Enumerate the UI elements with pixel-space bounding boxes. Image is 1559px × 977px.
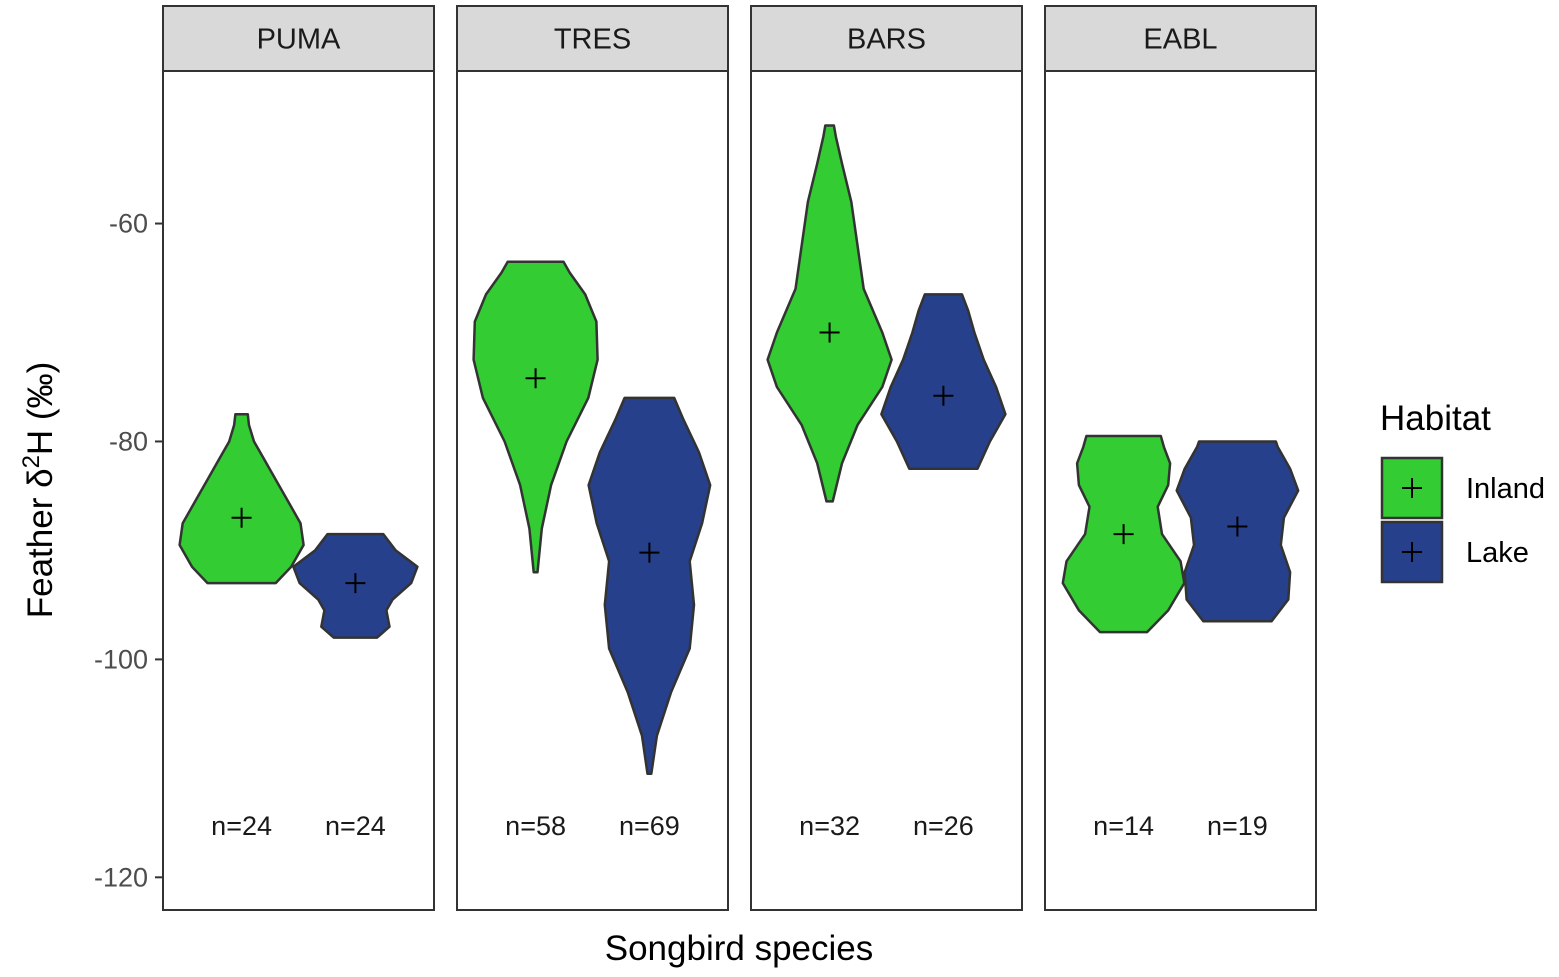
facet-strip-label: PUMA: [257, 24, 341, 56]
legend-entry-inland: Inland: [1380, 456, 1545, 520]
mean-marker: [1113, 524, 1134, 545]
legend-label: Lake: [1466, 537, 1529, 569]
y-tick-label: -60: [109, 209, 148, 239]
violin-inland: [766, 124, 893, 503]
mean-marker: [231, 507, 252, 528]
facet-strip: [162, 5, 435, 72]
y-axis: -60 -80 -100 -120: [94, 209, 163, 892]
facet-strip-label: EABL: [1143, 24, 1217, 56]
y-tick-label: -120: [94, 862, 148, 892]
sample-size-label: n=14: [1093, 811, 1154, 841]
legend-mean-marker: [1402, 542, 1422, 562]
sample-size-label: n=19: [1207, 811, 1268, 841]
y-axis-title-superscript: 2: [18, 455, 45, 468]
mean-marker: [933, 385, 954, 406]
mean-marker: [525, 368, 546, 389]
facet-panel-frame: [750, 70, 1023, 911]
mean-marker: [345, 573, 366, 594]
facet-strip-label: BARS: [847, 24, 926, 56]
sample-size-label: n=24: [211, 811, 272, 841]
sample-size-label: n=32: [799, 811, 860, 841]
mean-marker: [1227, 516, 1248, 537]
legend-title: Habitat: [1380, 399, 1491, 438]
legend-mean-marker: [1402, 478, 1422, 498]
facet-panels: PUMA n=24 n=24 TRES n=58 n=69 BARS n=32 n=26 EABL…: [162, 5, 1317, 911]
violin-lake: [587, 396, 712, 776]
violin-lake: [880, 293, 1007, 470]
sample-size-label: n=69: [619, 811, 680, 841]
facet-panel-eabl: EABL n=14 n=19: [1044, 5, 1317, 911]
violin-inland: [472, 260, 599, 574]
legend-entry-lake: Lake: [1380, 520, 1529, 584]
mean-marker: [819, 322, 840, 343]
sample-size-label: n=26: [913, 811, 974, 841]
facet-strip: [750, 5, 1023, 72]
legend-label: Inland: [1466, 473, 1545, 505]
y-axis-title-prefix: Feather δ: [21, 468, 60, 618]
sample-size-label: n=58: [505, 811, 566, 841]
y-tick-label: -80: [109, 426, 148, 456]
facet-strip-label: TRES: [554, 24, 631, 56]
mean-marker: [639, 542, 660, 563]
y-axis-title: Feather δ2H (‰): [18, 362, 61, 619]
violin-inland: [178, 412, 305, 585]
y-tick-label: -100: [94, 644, 148, 674]
x-axis-title: Songbird species: [605, 929, 874, 968]
facet-panel-puma: PUMA n=24 n=24: [162, 5, 435, 911]
facet-strip: [1044, 5, 1317, 72]
facet-panel-tres: TRES n=58 n=69: [456, 5, 729, 911]
y-axis-title-suffix: H (‰): [21, 362, 60, 455]
facet-strip: [456, 5, 729, 72]
legend-key: [1380, 456, 1444, 520]
sample-size-label: n=24: [325, 811, 386, 841]
facet-panel-bars: BARS n=32 n=26: [750, 5, 1023, 911]
